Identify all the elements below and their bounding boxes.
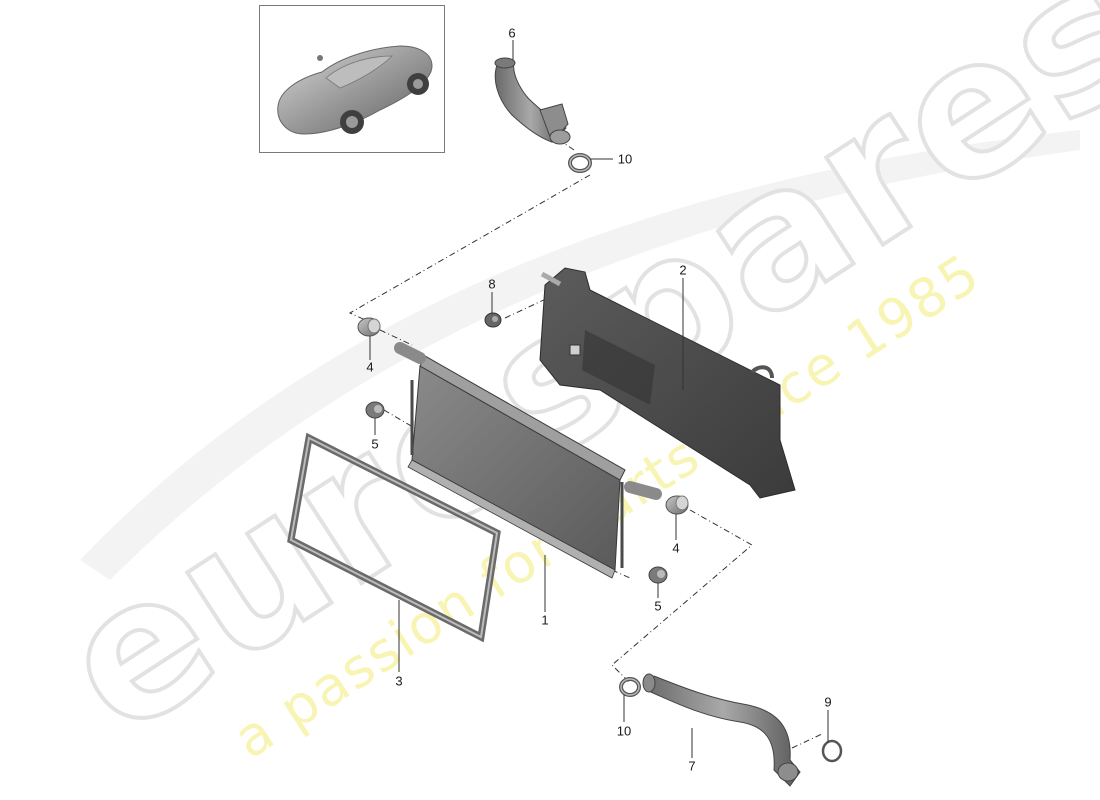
sleeve-lower: [665, 495, 689, 515]
assembly-lines: [348, 136, 823, 749]
o-ring: [821, 739, 843, 763]
coolant-hose-upper: [494, 57, 571, 145]
nut: [484, 312, 502, 328]
callout-10-upper[interactable]: 10: [617, 151, 633, 167]
hose-clamp-upper: [568, 153, 592, 173]
bushing-lower: [648, 566, 668, 584]
callout-6[interactable]: 6: [508, 25, 516, 41]
callout-4-upper[interactable]: 4: [366, 359, 374, 375]
callout-5-lower[interactable]: 5: [654, 598, 662, 614]
hose-clamp-lower: [619, 677, 641, 697]
callout-1[interactable]: 1: [541, 612, 549, 628]
bushing-upper: [365, 401, 385, 419]
callout-5-upper[interactable]: 5: [371, 436, 379, 452]
callout-8[interactable]: 8: [488, 276, 496, 292]
car-thumbnail: [259, 5, 445, 153]
radiator: [394, 342, 662, 579]
callout-9[interactable]: 9: [824, 694, 832, 710]
radiator-cover-bracket: [539, 267, 796, 499]
callout-3[interactable]: 3: [395, 673, 403, 689]
callout-2[interactable]: 2: [679, 262, 687, 278]
car-icon: [277, 45, 433, 135]
sleeve-upper: [357, 317, 381, 337]
callout-4-lower[interactable]: 4: [672, 540, 680, 556]
callout-10-lower[interactable]: 10: [616, 723, 632, 739]
callout-7[interactable]: 7: [688, 758, 696, 774]
coolant-hose-lower: [642, 673, 801, 787]
leader-lines: [369, 40, 829, 758]
seal-frame: [287, 432, 501, 643]
